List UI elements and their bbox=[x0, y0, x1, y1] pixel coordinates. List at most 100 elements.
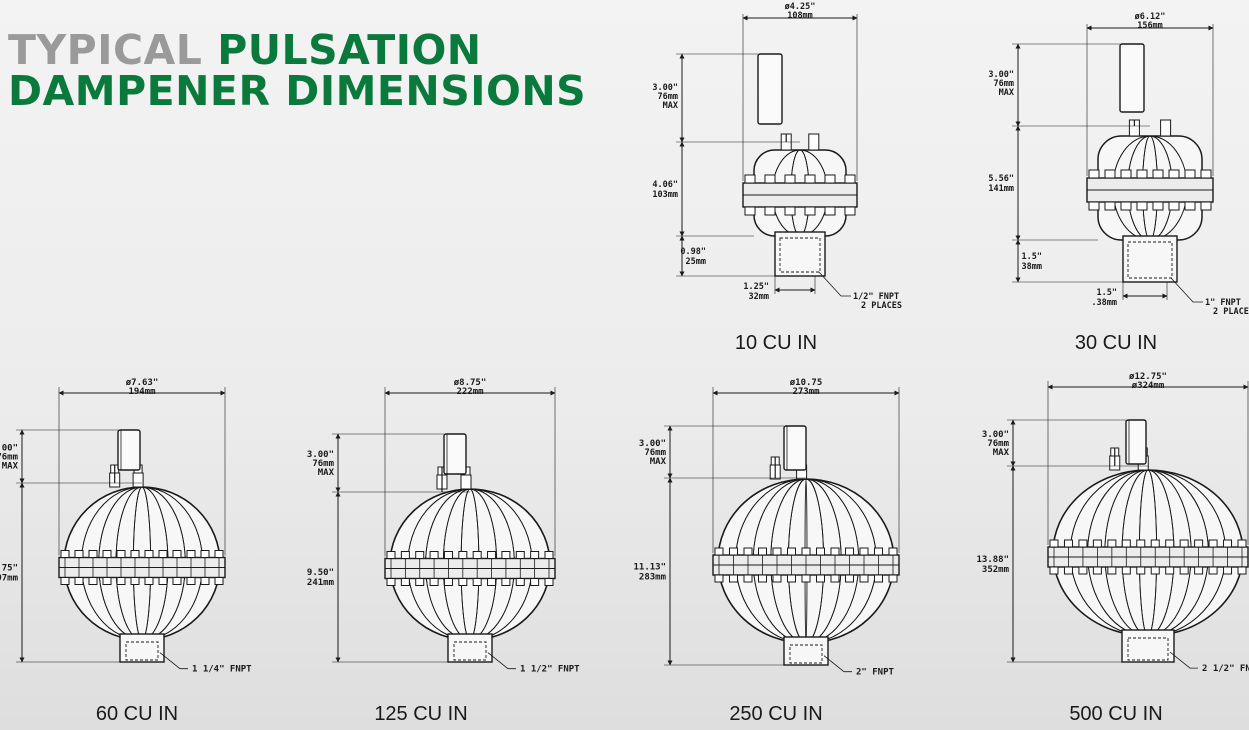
flange-bolt bbox=[1104, 201, 1116, 211]
flange-bolt bbox=[544, 551, 554, 559]
flange-bolt bbox=[1152, 169, 1164, 179]
flange-bolt bbox=[1120, 201, 1132, 211]
flange-bolt bbox=[1194, 539, 1204, 548]
flange-bolt bbox=[816, 547, 825, 556]
flange-bolt bbox=[74, 577, 84, 585]
port-callout-label: 1 1/2" FNPT bbox=[520, 665, 580, 675]
flange-bolt bbox=[158, 550, 168, 558]
diameter-mm-label: ø324mm bbox=[1132, 381, 1165, 391]
caption-10-cu-in: 10 CU IN bbox=[734, 332, 818, 354]
flange-bolt bbox=[1092, 566, 1102, 575]
flange-bolt bbox=[458, 551, 468, 559]
flange-bolt bbox=[714, 574, 724, 583]
flange-bolt bbox=[830, 574, 840, 583]
port-leader bbox=[1169, 651, 1198, 669]
flange-bolt bbox=[400, 551, 410, 559]
base-height-mm-label: 38mm bbox=[1022, 262, 1042, 272]
body-height-mm-label: 197mm bbox=[0, 574, 19, 584]
flange-bolt bbox=[888, 574, 898, 583]
gauge-height-mm-label: 76mm bbox=[312, 459, 334, 469]
flange-bolt bbox=[1136, 201, 1148, 211]
flange-bolt bbox=[1200, 201, 1212, 211]
flange-bolt bbox=[1088, 201, 1100, 211]
flange-bolt bbox=[801, 574, 811, 583]
flange-bolt bbox=[874, 547, 883, 556]
diameter-mm-label: 194mm bbox=[128, 387, 156, 397]
page-title: TYPICAL PULSATION DAMPENER DIMENSIONS bbox=[8, 30, 586, 112]
flange-bolt bbox=[1092, 539, 1102, 548]
gauge-height-label: 3.00" bbox=[639, 439, 666, 449]
port-callout-label: 1/2" FNPT bbox=[853, 292, 899, 302]
dampener-drawing-10: ø4.25"108mm3.00"76mmMAX4.06"103mm0.98"25… bbox=[652, 2, 902, 311]
body-height-label: 13.88" bbox=[976, 555, 1009, 565]
flange-bolt bbox=[429, 551, 439, 559]
flange-bolt bbox=[186, 577, 196, 585]
gauge-max-label: MAX bbox=[999, 88, 1014, 98]
flange-bolt bbox=[1184, 169, 1196, 179]
flange-bolt bbox=[172, 550, 182, 558]
flange-bolt bbox=[88, 577, 98, 585]
flange-bolt bbox=[764, 206, 776, 216]
diameter-mm-label: 156mm bbox=[1137, 21, 1163, 31]
pressure-gauge bbox=[1125, 419, 1147, 465]
flange-bolt bbox=[144, 550, 154, 558]
port-leader bbox=[823, 655, 852, 673]
diameter-mm-label: 222mm bbox=[456, 387, 484, 397]
caption-30-cu-in: 30 CU IN bbox=[1074, 332, 1158, 354]
base-port bbox=[783, 636, 829, 666]
flange-bolt bbox=[501, 578, 511, 586]
flange-bolt bbox=[60, 577, 70, 585]
flange-bolt bbox=[515, 578, 525, 586]
flange-bolt bbox=[386, 578, 396, 586]
flange-bolt bbox=[530, 551, 540, 559]
flange-bolt bbox=[186, 550, 196, 558]
gauge-max-label: MAX bbox=[2, 462, 19, 472]
flange-bolt bbox=[874, 574, 883, 583]
body-height-mm-label: 103mm bbox=[652, 190, 678, 200]
flange-bolt bbox=[1088, 169, 1100, 179]
body-height-label: 4.06" bbox=[652, 180, 678, 190]
diameter-label: ø10.75 bbox=[790, 378, 823, 388]
flange-bolt bbox=[102, 550, 112, 558]
flange-bolt bbox=[214, 577, 224, 585]
flange-bolt bbox=[1200, 169, 1212, 179]
flange-bolt bbox=[1150, 566, 1160, 575]
flange-bolt bbox=[844, 206, 856, 216]
flange-bolt bbox=[1107, 539, 1117, 548]
diameter-label: ø8.75" bbox=[454, 378, 487, 388]
flange-bolt bbox=[824, 206, 836, 216]
caption-250-cu-in: 250 CU IN bbox=[729, 703, 823, 725]
flange-bolt bbox=[804, 206, 816, 216]
body-height-label: 9.50" bbox=[307, 568, 334, 578]
flange-bolt bbox=[415, 578, 425, 586]
flange-bolt bbox=[1104, 169, 1116, 179]
flange-bolt bbox=[787, 574, 796, 583]
flange-bolt bbox=[1184, 201, 1196, 211]
flange-bolt bbox=[1152, 201, 1164, 211]
port-width-label: 1.25" bbox=[743, 282, 769, 292]
flange-bolt bbox=[758, 547, 767, 556]
flange-bolt bbox=[172, 577, 182, 585]
gauge-max-label: MAX bbox=[650, 457, 667, 467]
port-thread bbox=[779, 237, 821, 273]
diameter-mm-label: 108mm bbox=[787, 11, 813, 21]
valve-fitting bbox=[132, 472, 144, 488]
flange-bolt bbox=[772, 574, 782, 583]
diameter-mm-label: 273mm bbox=[792, 387, 820, 397]
flange-bolt bbox=[1165, 566, 1175, 575]
flange-bolt bbox=[1194, 566, 1204, 575]
flange-bolt bbox=[1223, 566, 1233, 575]
base-port bbox=[119, 633, 165, 663]
flange-bolt bbox=[1121, 539, 1131, 548]
gauge-height-label: 3.00" bbox=[988, 70, 1014, 80]
flange-bolt bbox=[386, 551, 396, 559]
flange-bolt bbox=[784, 206, 796, 216]
flange-bolt bbox=[400, 578, 410, 586]
port-leader bbox=[159, 652, 188, 670]
gauge-max-label: MAX bbox=[993, 448, 1010, 458]
port-callout-label: 2 PLACES bbox=[861, 301, 902, 311]
body-height-mm-label: 241mm bbox=[307, 578, 335, 588]
body-height-mm-label: 352mm bbox=[982, 565, 1010, 575]
port-callout-label: 1 1/4" FNPT bbox=[192, 665, 252, 675]
